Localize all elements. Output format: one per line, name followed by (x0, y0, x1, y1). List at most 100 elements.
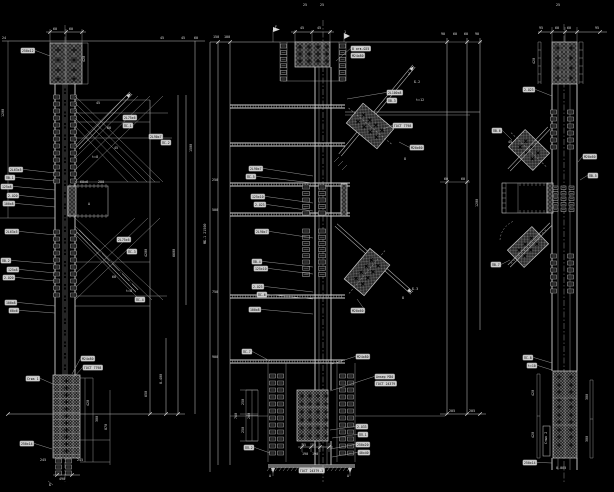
line (327, 29, 333, 35)
annotation: 40x40 (331, 449, 371, 458)
bolt-icon (64, 427, 69, 433)
line (574, 29, 580, 35)
line (34, 443, 53, 450)
annotation: 420 (532, 58, 536, 64)
annotation-text: 8 (402, 296, 404, 300)
callout-box (248, 306, 262, 313)
bolt-icon (64, 441, 69, 447)
line (549, 29, 555, 35)
annotation-text: 2L63x5 (6, 230, 18, 234)
annotation-text: ПВ-1 (6, 176, 14, 180)
annotation-text: 420 (532, 58, 536, 64)
annotation-text: 45 (160, 36, 164, 40)
annotation: 2-О23 (251, 283, 314, 293)
bolt-icon (98, 251, 102, 255)
annotation: t=8 (92, 155, 98, 159)
annotation: ПС-2 (160, 139, 172, 146)
bolt-icon (360, 281, 365, 286)
bolt-icon (517, 248, 522, 252)
line (337, 160, 344, 167)
annotation: ПВ-5 (579, 172, 599, 181)
annotation-text: 60 (567, 26, 571, 30)
line (15, 277, 56, 282)
line (398, 141, 410, 148)
line (54, 472, 60, 478)
callout-box (122, 122, 134, 129)
bolt-icon (556, 427, 562, 433)
bolt-icon (568, 419, 574, 425)
bolt-icon (529, 236, 534, 241)
bolt-icon (315, 433, 321, 439)
line (341, 66, 416, 157)
annotation-text: 870 (104, 424, 108, 430)
line (15, 177, 56, 182)
line (163, 411, 169, 417)
bolt-icon (64, 406, 69, 412)
callout-box (148, 133, 164, 140)
annotation-text: ПВ-3 (388, 99, 396, 103)
line (294, 466, 299, 472)
bolt-icon (568, 382, 574, 388)
bolt-icon (365, 275, 370, 280)
annotation: 60 (464, 32, 468, 36)
bolt-icon (315, 425, 321, 431)
annotation: 45 (114, 146, 118, 150)
annotation-text: 2L100x8 (388, 91, 402, 95)
annotation-text: ПС-6 (258, 293, 266, 297)
annotation: 2L63x5 (8, 166, 56, 174)
annotation: 490 (59, 477, 65, 481)
annotation: ГОСТ 7798 (73, 364, 103, 378)
bolt-icon (379, 128, 384, 133)
annotation-text: 125x10 (252, 195, 264, 199)
annotation-text: 250 (212, 178, 218, 182)
arrowhead-icon (409, 66, 414, 71)
annotation-text: 60 (444, 177, 448, 181)
callout-box (8, 307, 20, 314)
bolt-icon (297, 58, 303, 64)
arrowhead-icon (126, 93, 131, 98)
line (444, 179, 450, 185)
annotation: 200 (98, 180, 104, 184)
line (537, 365, 553, 371)
callout-box (254, 228, 270, 235)
annotation-text: 2L90x7 (256, 230, 268, 234)
bolt-icon (374, 135, 379, 140)
bolt-icon (568, 374, 574, 380)
annotation-text: 2-О23 (524, 88, 534, 92)
annotation: 90 (441, 32, 445, 36)
annotation-text: 24 (2, 36, 6, 40)
callout-box (357, 449, 371, 456)
bolt-icon (108, 261, 112, 265)
annotation-text: 2-О20 (4, 276, 14, 280)
callout-box (122, 114, 138, 121)
bolt-icon (315, 393, 321, 399)
annotation: 300 (585, 436, 589, 442)
line (147, 411, 153, 417)
annotation: 300 (585, 394, 589, 400)
annotation: 24 (2, 36, 6, 40)
line (501, 259, 511, 265)
annotation: ПВ-6 (491, 127, 513, 141)
line (266, 466, 271, 472)
line (444, 411, 450, 417)
rect (345, 102, 395, 150)
bolt-icon (353, 276, 358, 281)
annotation: 2L90x7 (148, 133, 164, 140)
line (269, 231, 314, 239)
bolt-icon (556, 382, 562, 388)
line (11, 260, 56, 265)
line (331, 452, 358, 458)
line (290, 466, 295, 472)
annotation-text: ГОСТ 7798 (84, 366, 101, 370)
annotation-text: 650 (144, 391, 148, 397)
rect (542, 425, 551, 457)
bolt-icon (55, 67, 61, 73)
callout-box (374, 373, 395, 380)
callout-box (82, 364, 103, 371)
annotation-text: 45 (508, 140, 512, 144)
annotation-text: 2L75x6 (118, 238, 130, 242)
annotation-text: 95 (539, 26, 543, 30)
line (74, 233, 141, 301)
callout-box (250, 193, 266, 200)
